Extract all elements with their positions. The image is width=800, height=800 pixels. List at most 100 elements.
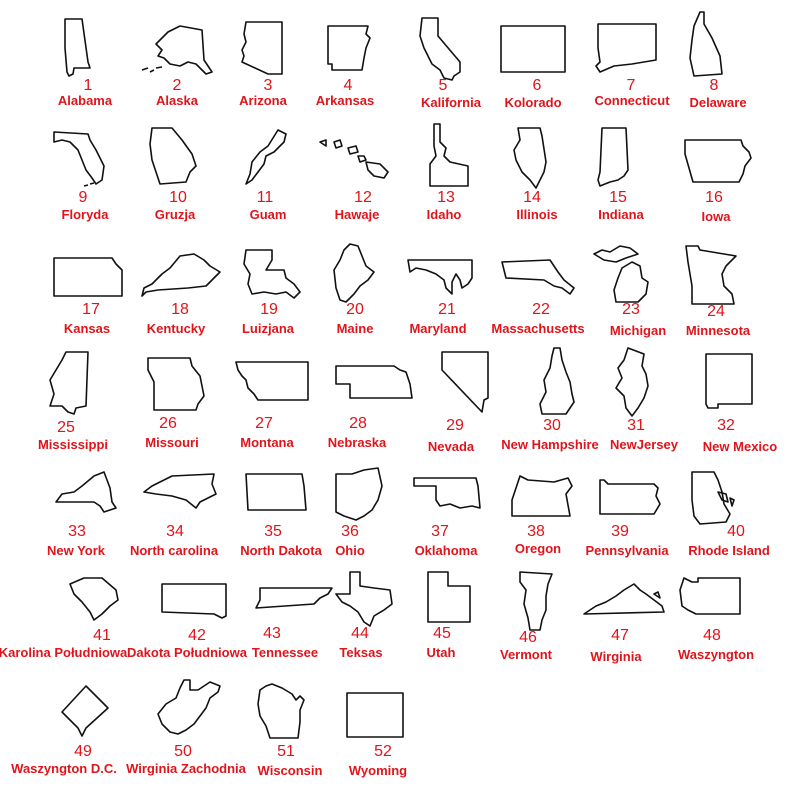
pennsylvania-outline-icon bbox=[599, 479, 661, 515]
washington-dc-outline-icon bbox=[61, 685, 109, 737]
kentucky-outline-icon bbox=[141, 253, 221, 297]
idaho-outline-icon bbox=[429, 123, 469, 187]
montana-outline-icon bbox=[235, 361, 309, 401]
minnesota-outline-icon bbox=[685, 245, 737, 305]
state-name: Floryda bbox=[61, 207, 109, 222]
state-name: Wisconsin bbox=[257, 763, 323, 778]
oregon-outline-icon bbox=[511, 475, 573, 517]
state-name: Nebraska bbox=[327, 435, 387, 450]
west-virginia-outline-icon bbox=[157, 679, 221, 735]
state-name: Missouri bbox=[145, 435, 199, 450]
state-number: 30 bbox=[543, 417, 561, 434]
mississippi-outline-icon bbox=[49, 351, 89, 415]
state-number: 4 bbox=[343, 77, 353, 94]
state-number: 9 bbox=[78, 189, 88, 206]
nebraska-outline-icon bbox=[335, 365, 413, 399]
state-name: Alabama bbox=[57, 93, 113, 108]
tennessee-outline-icon bbox=[255, 587, 333, 609]
state-number: 8 bbox=[709, 77, 719, 94]
state-name: Nevada bbox=[427, 439, 475, 454]
state-number: 17 bbox=[82, 301, 100, 318]
maryland-outline-icon bbox=[407, 259, 473, 295]
south-dakota-outline-icon bbox=[161, 583, 227, 619]
arkansas-outline-icon bbox=[327, 25, 371, 71]
state-name: Ohio bbox=[335, 543, 365, 558]
state-number: 26 bbox=[159, 415, 177, 432]
state-number: 41 bbox=[93, 627, 111, 644]
virginia-outline-icon bbox=[583, 583, 665, 615]
alabama-outline-icon bbox=[64, 18, 91, 77]
state-name: Wirginia Zachodnia bbox=[126, 761, 246, 776]
alaska-outline-icon bbox=[141, 25, 213, 75]
state-name: Waszyngton D.C. bbox=[11, 761, 117, 776]
state-name: Utah bbox=[426, 645, 456, 660]
guam-outline-icon bbox=[245, 129, 287, 185]
maine-outline-icon bbox=[333, 243, 375, 303]
kansas-outline-icon bbox=[53, 257, 123, 297]
state-name: Michigan bbox=[609, 323, 667, 338]
state-number: 2 bbox=[172, 77, 182, 94]
state-name: Vermont bbox=[499, 647, 553, 662]
state-number: 27 bbox=[255, 415, 273, 432]
state-number: 28 bbox=[349, 415, 367, 432]
new-mexico-outline-icon bbox=[705, 353, 753, 409]
state-name: NewJersey bbox=[610, 437, 678, 452]
state-name: Kansas bbox=[63, 321, 111, 336]
state-number: 21 bbox=[438, 301, 456, 318]
state-name: Karolina Południowa bbox=[0, 645, 128, 660]
state-name: Iowa bbox=[701, 209, 731, 224]
state-number: 50 bbox=[174, 743, 192, 760]
state-number: 25 bbox=[57, 419, 75, 436]
new-york-outline-icon bbox=[55, 471, 117, 513]
state-name: Wirginia bbox=[590, 649, 642, 664]
utah-outline-icon bbox=[427, 571, 471, 623]
state-name: Kentucky bbox=[146, 321, 206, 336]
north-carolina-outline-icon bbox=[143, 473, 217, 509]
state-number: 1 bbox=[83, 77, 93, 94]
state-name: Maine bbox=[336, 321, 374, 336]
state-number: 46 bbox=[519, 629, 537, 646]
state-number: 14 bbox=[523, 189, 541, 206]
state-name: Waszyngton bbox=[677, 647, 755, 662]
state-number: 45 bbox=[433, 625, 451, 642]
state-number: 44 bbox=[351, 625, 369, 642]
state-number: 52 bbox=[374, 743, 392, 760]
state-number: 35 bbox=[264, 523, 282, 540]
state-name: North Dakota bbox=[240, 543, 322, 558]
state-name: Indiana bbox=[598, 207, 644, 222]
louisiana-outline-icon bbox=[243, 249, 301, 299]
south-carolina-outline-icon bbox=[69, 577, 119, 621]
delaware-outline-icon bbox=[689, 11, 723, 77]
state-number: 29 bbox=[446, 417, 464, 434]
state-number: 3 bbox=[263, 77, 273, 94]
state-number: 51 bbox=[277, 743, 295, 760]
state-number: 36 bbox=[341, 523, 359, 540]
state-name: Tennessee bbox=[251, 645, 319, 660]
north-dakota-outline-icon bbox=[245, 473, 307, 511]
oklahoma-outline-icon bbox=[413, 477, 481, 509]
state-number: 10 bbox=[169, 189, 187, 206]
state-number: 23 bbox=[622, 301, 640, 318]
state-name: North carolina bbox=[129, 543, 219, 558]
state-name: Arizona bbox=[239, 93, 287, 108]
rhode-island-outline-icon bbox=[691, 471, 735, 525]
state-number: 5 bbox=[438, 77, 448, 94]
state-name: Alaska bbox=[156, 93, 198, 108]
state-number: 20 bbox=[346, 301, 364, 318]
state-name: Kalifornia bbox=[421, 95, 481, 110]
missouri-outline-icon bbox=[147, 357, 205, 411]
state-number: 12 bbox=[354, 189, 372, 206]
state-name: Luizjana bbox=[241, 321, 295, 336]
state-name: New Hampshire bbox=[501, 437, 599, 452]
state-name: Idaho bbox=[426, 207, 462, 222]
ohio-outline-icon bbox=[335, 467, 383, 521]
iowa-outline-icon bbox=[684, 139, 752, 183]
state-name: New York bbox=[46, 543, 106, 558]
hawaii-outline-icon bbox=[319, 139, 389, 179]
new-jersey-outline-icon bbox=[615, 347, 649, 417]
georgia-outline-icon bbox=[149, 127, 197, 185]
state-number: 16 bbox=[705, 189, 723, 206]
wyoming-outline-icon bbox=[346, 692, 404, 738]
state-name: Maryland bbox=[409, 321, 467, 336]
state-number: 13 bbox=[437, 189, 455, 206]
